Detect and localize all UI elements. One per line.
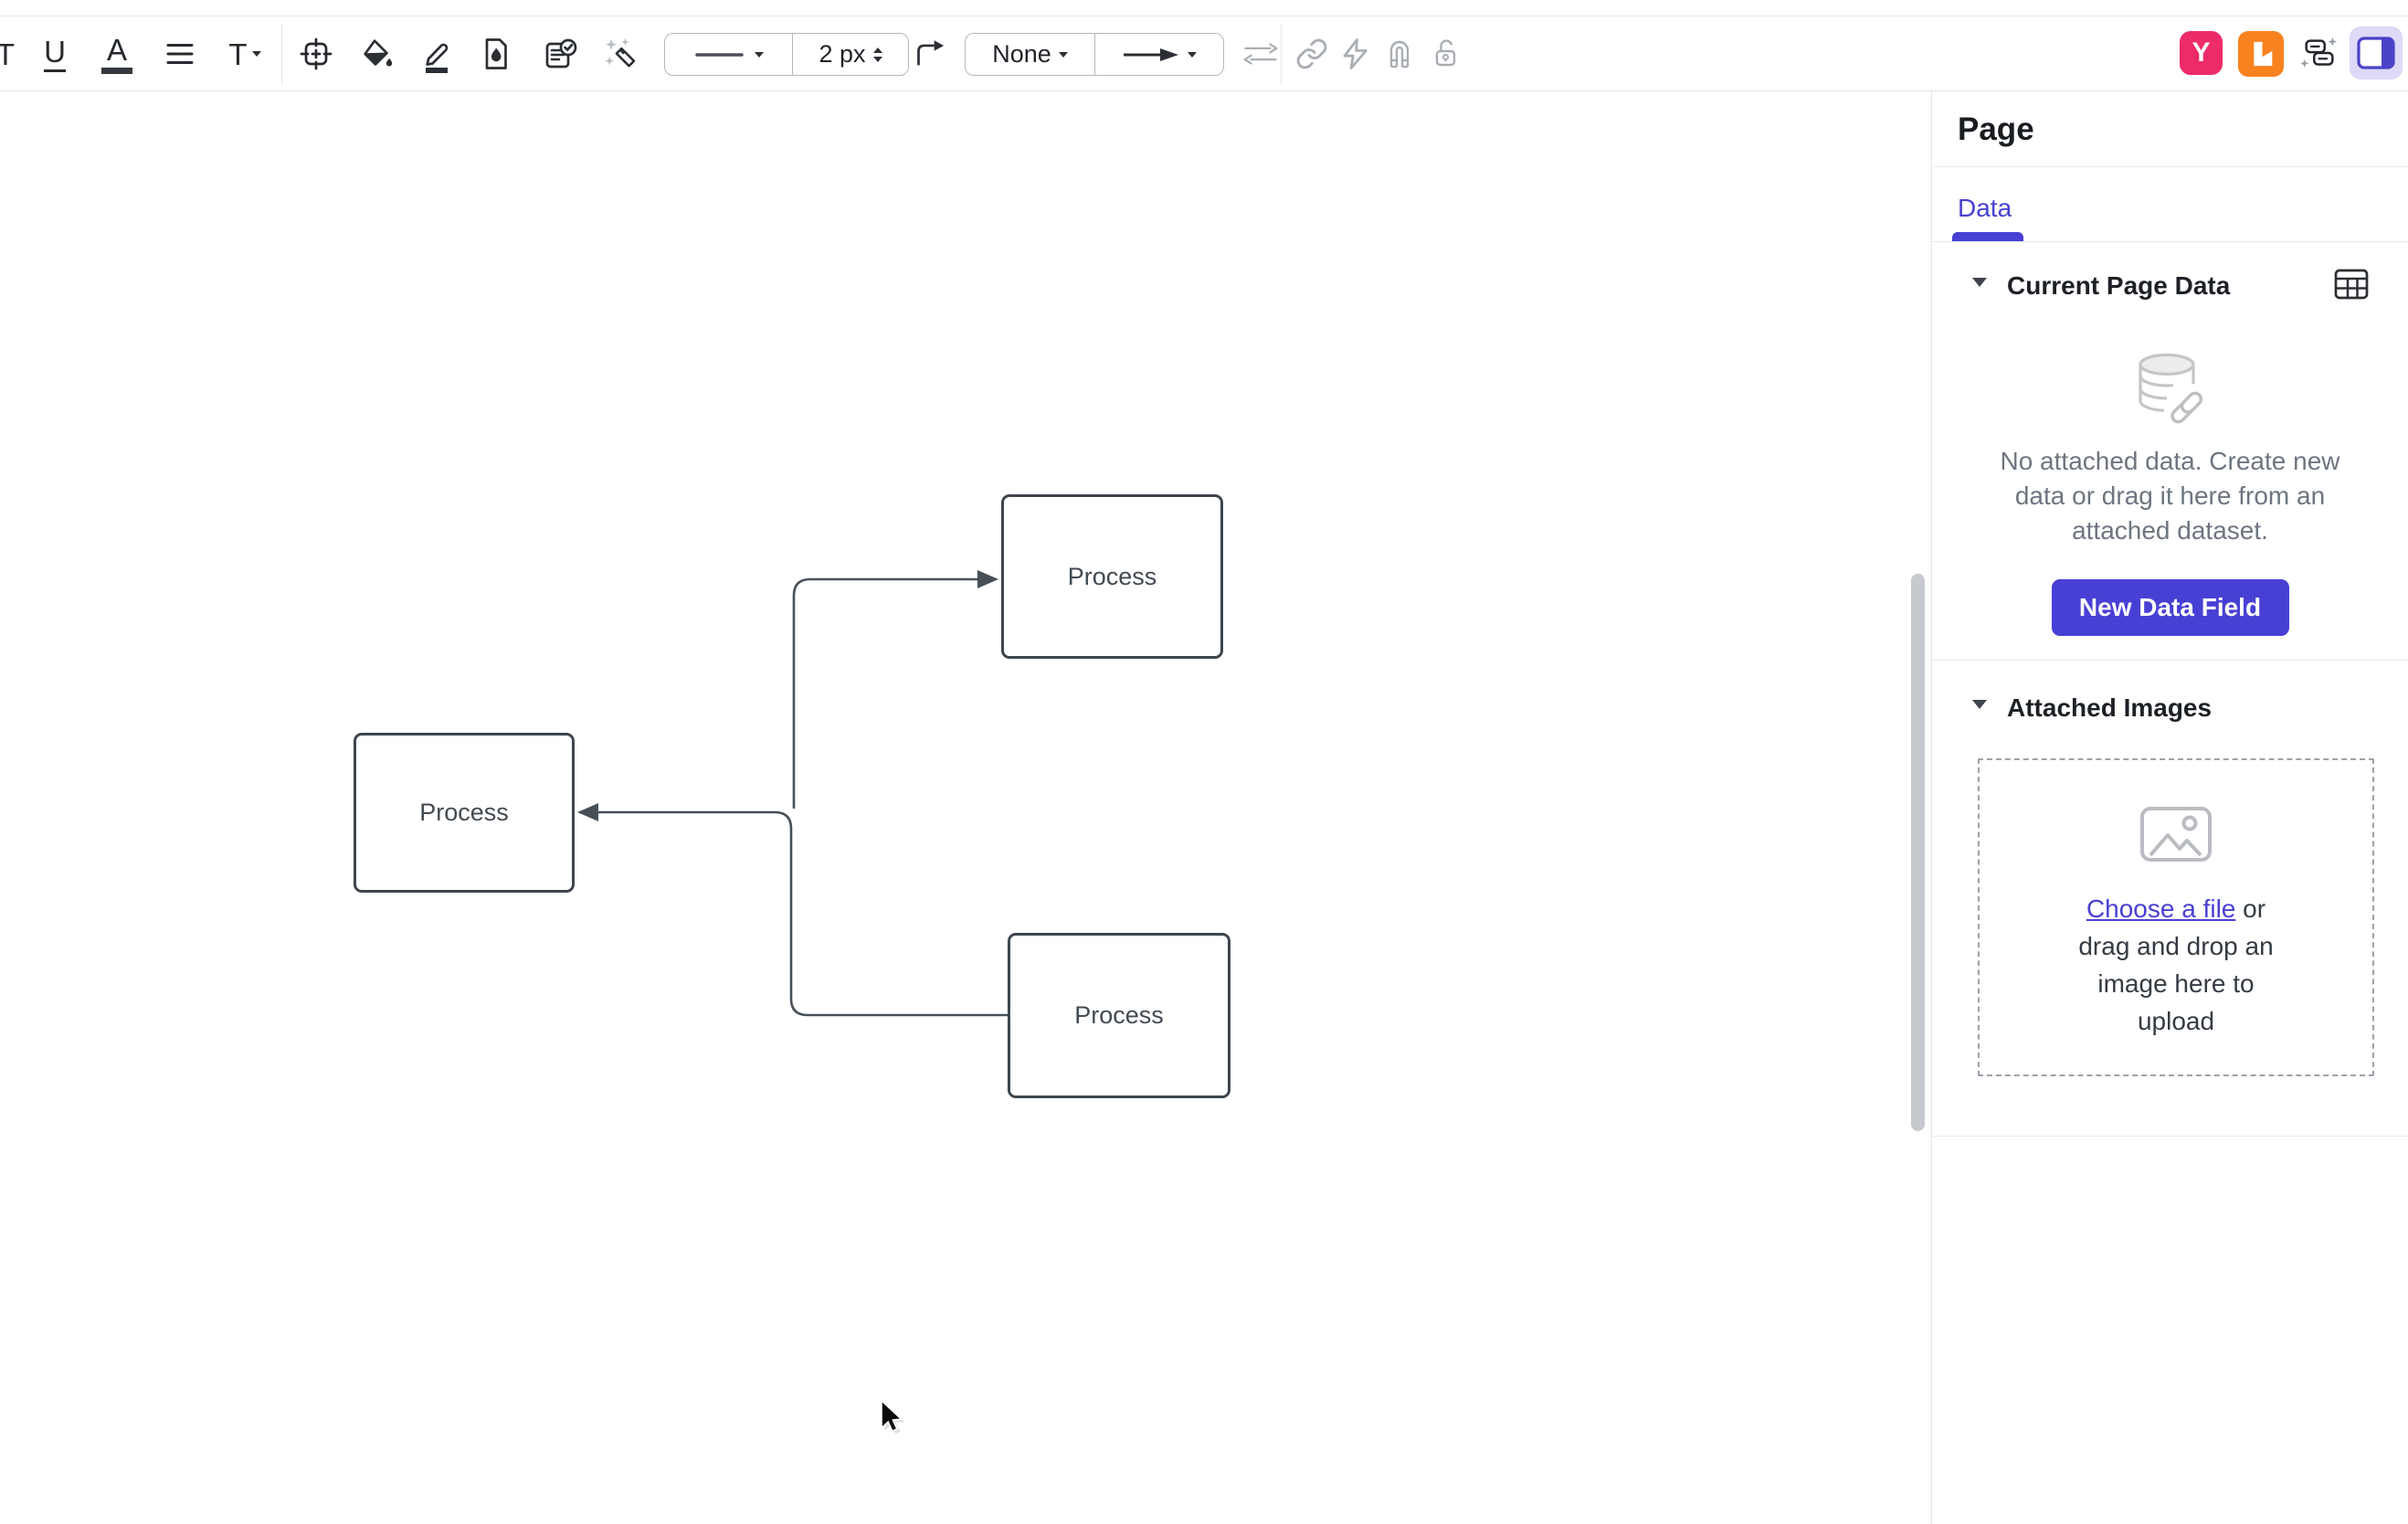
process-shape-left[interactable]: Process	[354, 733, 575, 893]
magnet-icon	[1389, 40, 1410, 69]
collapse-caret-icon[interactable]	[1972, 700, 1987, 709]
y-plugin-letter: Y	[2191, 37, 2211, 68]
page-panel: Page Data Current Page Data	[1931, 91, 2408, 1524]
connector-to-top-process[interactable]	[792, 577, 981, 809]
line-style-icon	[694, 52, 744, 57]
window-top-strip	[0, 0, 2408, 16]
smart-collaboration-button[interactable]	[2299, 36, 2339, 72]
active-tab-indicator	[1952, 232, 2023, 241]
stepper-arrows-icon[interactable]	[872, 47, 882, 62]
shape-label: Process	[1074, 1001, 1164, 1029]
diagram-canvas[interactable]: Process Process Process	[0, 91, 1931, 1524]
process-shape-top-right[interactable]: Process	[1001, 494, 1223, 659]
text-align-button[interactable]	[162, 36, 198, 72]
lucid-l-icon	[2254, 41, 2273, 67]
canvas-frame-button[interactable]	[298, 36, 334, 72]
review-button[interactable]	[542, 36, 578, 72]
line-end-select[interactable]	[1095, 34, 1223, 75]
process-shape-bottom-right[interactable]: Process	[1008, 933, 1230, 1098]
quick-actions-button[interactable]	[1337, 36, 1374, 72]
divider	[1932, 241, 2408, 242]
swap-endpoints-button[interactable]	[1242, 36, 1279, 72]
chevron-down-icon	[1058, 51, 1068, 58]
text-style-button[interactable]: T	[222, 36, 268, 72]
text-align-icon	[166, 44, 194, 64]
font-color-icon: A	[101, 35, 132, 74]
image-placeholder-icon	[1980, 806, 2372, 867]
shape-label: Process	[419, 799, 509, 826]
line-width-value: 2 px	[819, 40, 866, 68]
divider	[1932, 1136, 2408, 1137]
unlock-icon	[1435, 39, 1456, 67]
fill-color-icon	[364, 39, 393, 67]
toolbar-separator	[1281, 24, 1282, 84]
line-color-button[interactable]	[418, 36, 455, 73]
choose-file-link[interactable]: Choose a file	[2086, 894, 2236, 923]
magnetize-button[interactable]	[1381, 36, 1418, 72]
elbow-connector-button[interactable]	[910, 36, 946, 72]
font-color-button[interactable]: A	[99, 35, 135, 74]
connector-lines[interactable]	[0, 91, 1931, 1524]
swap-endpoints-icon	[1243, 43, 1278, 65]
fill-color-button[interactable]	[358, 36, 395, 72]
magic-wand-icon	[605, 37, 636, 68]
line-color-icon	[426, 43, 449, 73]
link-button[interactable]	[1294, 36, 1330, 72]
line-start-select[interactable]: None	[966, 34, 1094, 75]
empty-data-message: No attached data. Create new data or dra…	[2000, 447, 2340, 545]
lightning-icon	[1343, 38, 1368, 69]
line-style-select[interactable]	[665, 34, 792, 75]
toolbar-separator	[281, 24, 282, 84]
chevron-down-icon	[754, 51, 764, 58]
data-table-button[interactable]	[2333, 267, 2370, 306]
line-width-stepper[interactable]: 2 px	[793, 34, 908, 75]
line-start-value: None	[992, 40, 1051, 68]
current-page-data-heading: Current Page Data	[2007, 271, 2231, 300]
clipped-text-tool-label: T	[0, 37, 16, 71]
mouse-cursor	[881, 1400, 905, 1434]
elbow-connector-icon	[917, 40, 945, 66]
new-data-field-button[interactable]: New Data Field	[2051, 579, 2289, 636]
text-style-icon: T	[228, 39, 261, 69]
format-toolbar: T U A T	[0, 16, 2408, 91]
arrow-end-icon	[1124, 48, 1178, 61]
connector-to-left-process[interactable]	[596, 810, 1008, 1017]
lucid-logo-badge[interactable]	[2238, 31, 2284, 77]
line-style-width-control: 2 px	[664, 33, 909, 76]
y-plugin-badge[interactable]: Y	[2180, 31, 2223, 75]
shadow-button[interactable]	[478, 36, 514, 72]
clipped-text-tool[interactable]: T	[0, 36, 24, 72]
shadow-icon	[485, 38, 507, 69]
image-upload-dropzone[interactable]: Choose a file or drag and drop an image …	[1978, 758, 2374, 1076]
panel-title: Page	[1958, 111, 2034, 147]
attached-images-heading: Attached Images	[2007, 693, 2213, 722]
right-panel-icon	[2357, 37, 2395, 69]
tab-data[interactable]: Data	[1958, 194, 2012, 222]
database-link-icon	[2138, 353, 2202, 424]
canvas-vertical-scrollbar[interactable]	[1911, 574, 1925, 1131]
arrowhead-right	[977, 570, 998, 588]
shape-label: Process	[1067, 562, 1157, 590]
database-illustration	[1932, 349, 2408, 433]
chevron-down-icon	[1188, 51, 1197, 58]
link-icon	[1296, 38, 1327, 69]
underline-icon: U	[44, 37, 66, 72]
divider	[1932, 660, 2408, 661]
dropzone-text: Choose a file or drag and drop an image …	[2078, 894, 2274, 1035]
data-table-icon	[2334, 269, 2369, 300]
right-panel-toggle[interactable]	[2350, 26, 2403, 79]
smart-collaboration-icon	[2300, 37, 2338, 69]
divider	[1932, 166, 2408, 167]
magic-wand-button[interactable]	[602, 36, 639, 72]
canvas-frame-icon	[300, 37, 333, 70]
review-checklist-icon	[545, 38, 577, 69]
endpoint-control: None	[965, 33, 1224, 76]
collapse-caret-icon[interactable]	[1972, 278, 1987, 287]
underline-button[interactable]: U	[37, 36, 73, 72]
arrowhead-left	[577, 803, 598, 821]
lock-button[interactable]	[1427, 36, 1463, 72]
